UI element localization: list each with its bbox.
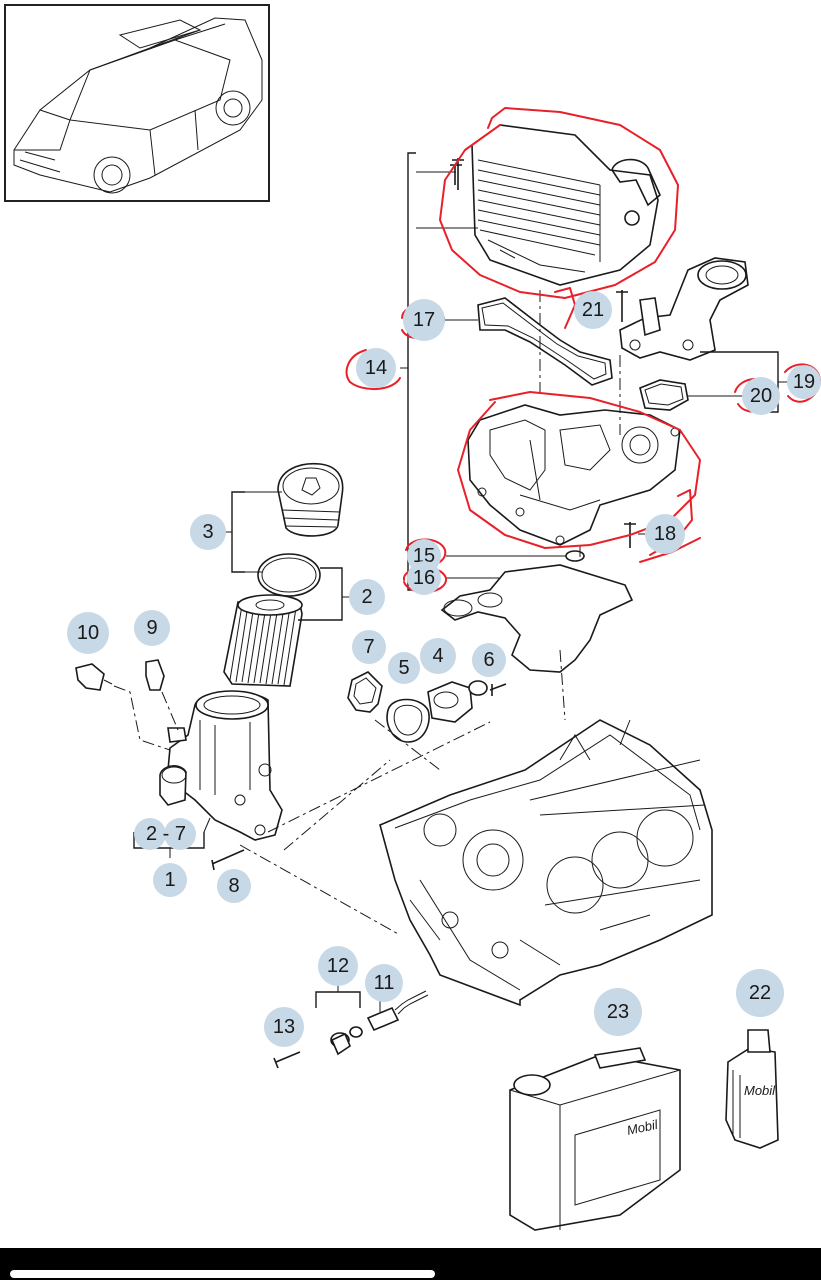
sensor-9 xyxy=(145,659,165,691)
home-indicator[interactable] xyxy=(10,1270,435,1278)
gasket-7 xyxy=(347,671,383,713)
suv-vehicle-icon xyxy=(13,17,263,194)
callout-7: 7 xyxy=(352,630,386,664)
callout-16: 16 xyxy=(407,561,441,595)
svg-text:2: 2 xyxy=(361,586,372,608)
svg-text:12: 12 xyxy=(327,955,349,977)
svg-text:20: 20 xyxy=(750,385,772,407)
svg-text:8: 8 xyxy=(228,875,239,897)
oring-15 xyxy=(565,550,585,562)
callout-17: 17 xyxy=(403,299,445,341)
svg-text:22: 22 xyxy=(749,982,771,1004)
svg-text:14: 14 xyxy=(365,357,387,379)
callout-5: 5 xyxy=(388,652,420,684)
svg-text:16: 16 xyxy=(413,567,435,589)
thermostat-housing-19 xyxy=(619,257,749,361)
gasket-16 xyxy=(440,564,634,673)
callout-13: 13 xyxy=(264,1007,304,1047)
oring-cap xyxy=(257,553,321,597)
svg-text:11: 11 xyxy=(374,972,395,994)
callout-18: 18 xyxy=(645,514,685,554)
callout-2: 2 xyxy=(349,579,385,615)
oil-cooler xyxy=(450,124,661,286)
bolt-21 xyxy=(616,290,628,322)
callout-22: 22 xyxy=(736,969,784,1017)
fitting-12 xyxy=(330,1026,363,1056)
callout-range-2-7: 2 - 7 xyxy=(134,818,196,850)
svg-text:2 - 7: 2 - 7 xyxy=(146,823,186,845)
bolt-top xyxy=(452,158,464,190)
callout-14: 14 xyxy=(356,348,396,388)
bottle-logo-text: Mobil xyxy=(744,1083,776,1098)
callout-10: 10 xyxy=(67,612,109,654)
svg-text:1: 1 xyxy=(164,869,175,891)
spring-11 xyxy=(366,990,429,1032)
bracket-2 xyxy=(298,567,343,621)
oil-canister-23: Mobil xyxy=(509,1047,681,1231)
callout-12: 12 xyxy=(318,946,358,986)
callout-6: 6 xyxy=(472,643,506,677)
callout-3: 3 xyxy=(190,514,226,550)
gasket-5 xyxy=(386,698,430,743)
callout-1: 1 xyxy=(153,863,187,897)
svg-text:6: 6 xyxy=(483,649,494,671)
callout-20: 20 xyxy=(742,377,780,415)
filter-cap-3 xyxy=(277,462,344,537)
bracket-12 xyxy=(315,991,361,1008)
svg-text:5: 5 xyxy=(398,657,409,679)
callout-4: 4 xyxy=(420,638,456,674)
callout-23: 23 xyxy=(594,988,642,1036)
callout-21: 21 xyxy=(574,291,612,329)
bracket-14 xyxy=(407,152,416,591)
svg-text:21: 21 xyxy=(582,299,604,321)
sensor-10 xyxy=(75,663,105,691)
callout-8: 8 xyxy=(217,869,251,903)
engine-block xyxy=(379,719,713,1007)
svg-text:18: 18 xyxy=(654,523,676,545)
svg-text:4: 4 xyxy=(432,645,443,667)
filter-element-2 xyxy=(223,594,303,687)
oil-bottle-22: Mobil xyxy=(725,1029,779,1149)
svg-text:3: 3 xyxy=(202,521,213,543)
callout-19: 19 xyxy=(787,365,821,399)
svg-text:17: 17 xyxy=(413,309,435,331)
svg-text:10: 10 xyxy=(77,622,99,644)
svg-text:7: 7 xyxy=(363,636,374,658)
bolt-13 xyxy=(273,1051,301,1069)
svg-text:23: 23 xyxy=(607,1001,629,1023)
bolt-8 xyxy=(211,849,245,871)
callout-11: 11 xyxy=(365,964,403,1002)
svg-text:13: 13 xyxy=(273,1016,295,1038)
callout-9: 9 xyxy=(134,610,170,646)
bracket-1 xyxy=(133,832,205,849)
canister-logo-text: Mobil xyxy=(626,1117,661,1138)
bolt-6 xyxy=(489,683,507,696)
gasket-20 xyxy=(639,379,689,411)
svg-text:19: 19 xyxy=(793,371,815,393)
oil-filter-housing-1 xyxy=(159,690,283,841)
thermostat-4 xyxy=(427,680,488,723)
svg-text:15: 15 xyxy=(413,545,435,567)
svg-text:9: 9 xyxy=(146,617,157,639)
bracket-3 xyxy=(231,491,245,573)
